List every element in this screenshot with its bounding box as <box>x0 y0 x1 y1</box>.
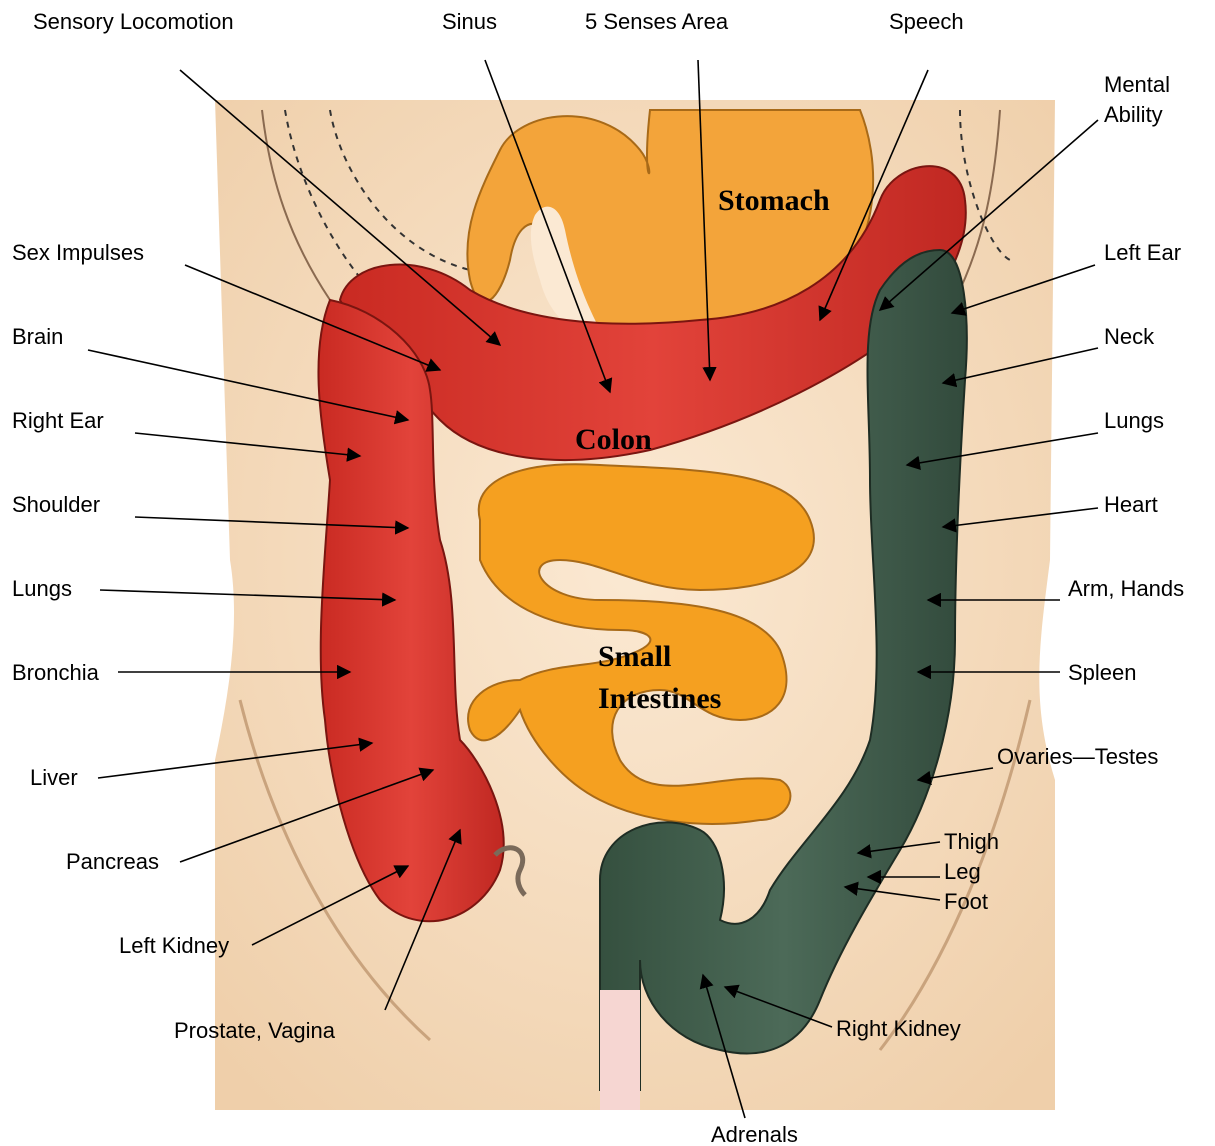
label-bronchia: Bronchia <box>12 662 99 684</box>
label-heart: Heart <box>1104 494 1158 516</box>
label-prostate-vagina: Prostate, Vagina <box>174 1020 335 1042</box>
label-adrenals: Adrenals <box>711 1124 798 1146</box>
label-right-kidney: Right Kidney <box>836 1018 961 1040</box>
label-foot: Foot <box>944 891 988 913</box>
label-mental-ability-1: Mental <box>1104 74 1170 96</box>
label-lungs-left: Lungs <box>12 578 72 600</box>
label-liver: Liver <box>30 767 78 789</box>
rectum-opening <box>600 990 640 1110</box>
label-left-kidney: Left Kidney <box>119 935 229 957</box>
label-left-ear: Left Ear <box>1104 242 1181 264</box>
label-neck: Neck <box>1104 326 1154 348</box>
organ-label-colon: Colon <box>575 425 652 455</box>
label-spleen: Spleen <box>1068 662 1137 684</box>
organ-label-small-intestines-2: Intestines <box>598 684 721 714</box>
label-5-senses-area: 5 Senses Area <box>585 11 728 33</box>
organ-label-small-intestines-1: Small <box>598 642 671 672</box>
label-arm-hands: Arm, Hands <box>1068 578 1184 600</box>
label-pancreas: Pancreas <box>66 851 159 873</box>
organ-label-stomach: Stomach <box>718 186 830 216</box>
label-thigh: Thigh <box>944 831 999 853</box>
label-leg: Leg <box>944 861 981 883</box>
label-sensory-locomotion: Sensory Locomotion <box>33 11 234 33</box>
label-right-ear: Right Ear <box>12 410 104 432</box>
label-speech: Speech <box>889 11 964 33</box>
label-brain: Brain <box>12 326 63 348</box>
label-ovaries-testes: Ovaries—Testes <box>997 746 1158 768</box>
label-mental-ability-2: Ability <box>1104 104 1163 126</box>
label-sex-impulses: Sex Impulses <box>12 242 144 264</box>
label-shoulder: Shoulder <box>12 494 100 516</box>
label-lungs-right: Lungs <box>1104 410 1164 432</box>
label-sinus: Sinus <box>442 11 497 33</box>
